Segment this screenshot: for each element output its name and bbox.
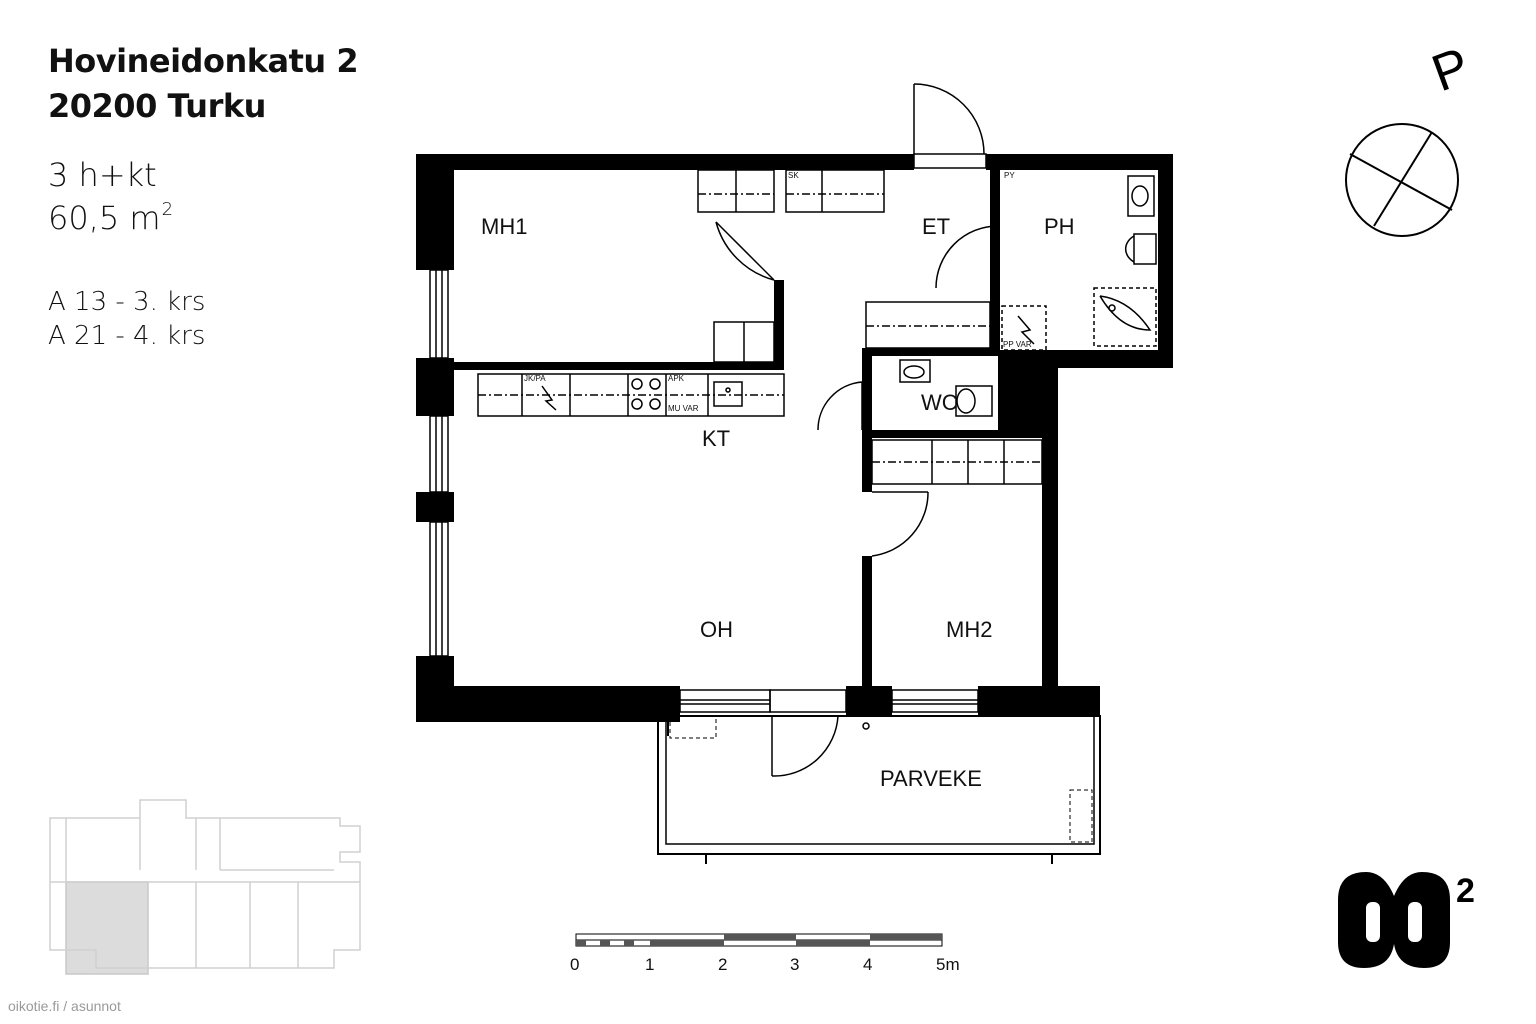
apartment-a21: A 21 - 4. krs <box>48 321 206 351</box>
label-sk: SK <box>788 171 799 180</box>
label-jk-pa: JK/PA <box>524 374 546 383</box>
apartment-a13: A 13 - 3. krs <box>48 287 206 317</box>
scale-1: 1 <box>645 955 654 974</box>
key-plan <box>49 799 361 975</box>
north-letter: P <box>1425 37 1477 103</box>
m2-logo: 2 <box>1338 872 1475 968</box>
fixture-labels: SK PY PP VAR JK/PA APK MU VAR <box>524 171 1032 413</box>
scale-2: 2 <box>718 955 727 974</box>
apartment-area: 60,5 m2 <box>48 199 173 237</box>
compass: P <box>1345 37 1477 237</box>
room-ph: PH <box>1044 214 1075 239</box>
logo-superscript: 2 <box>1456 872 1475 910</box>
scale-3: 3 <box>790 955 799 974</box>
west-windows <box>429 269 449 657</box>
label-mu-var: MU VAR <box>668 404 699 413</box>
label-apk: APK <box>668 374 685 383</box>
room-oh: OH <box>700 617 733 642</box>
walls <box>416 154 1173 722</box>
address-postal: 20200 Turku <box>48 87 266 125</box>
watermark: oikotie.fi / asunnot <box>8 998 121 1014</box>
label-py: PY <box>1004 171 1015 180</box>
room-wc: WC <box>921 390 958 415</box>
south-openings <box>679 689 979 713</box>
room-kt: KT <box>702 426 730 451</box>
balcony <box>657 715 1101 864</box>
room-mh2: MH2 <box>946 617 992 642</box>
room-labels: MH1 ET PH KT WC OH MH2 PARVEKE <box>481 214 1075 791</box>
cabinets <box>477 169 1157 485</box>
scale-5m: 5m <box>936 955 960 974</box>
address-street: Hovineidonkatu 2 <box>48 42 359 80</box>
room-type: 3 h+kt <box>48 156 157 194</box>
scale-4: 4 <box>863 955 872 974</box>
room-mh1: MH1 <box>481 214 527 239</box>
scale-bar: 0 1 2 3 4 5m <box>570 933 960 974</box>
area-unit-sup: 2 <box>161 199 174 220</box>
room-parveke: PARVEKE <box>880 766 982 791</box>
doors <box>715 83 999 777</box>
area-value: 60,5 m <box>48 199 161 237</box>
scale-0: 0 <box>570 955 579 974</box>
room-et: ET <box>922 214 950 239</box>
label-pp-var: PP VAR <box>1003 340 1032 349</box>
